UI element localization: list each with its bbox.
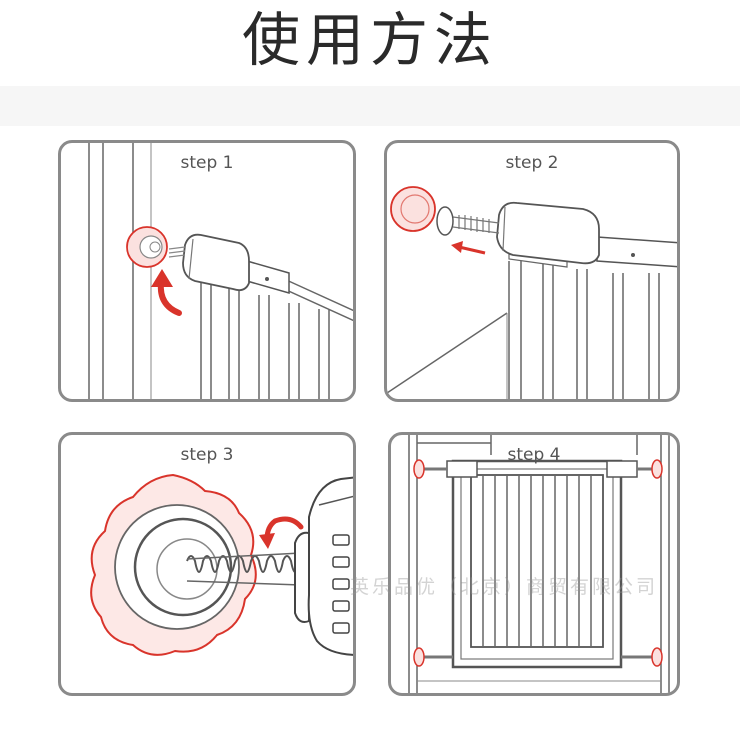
step-label: step 3: [180, 445, 234, 465]
step-3-panel: step 3: [58, 432, 356, 696]
step-label: step 1: [180, 153, 234, 173]
step-1-panel: step 1: [58, 140, 356, 402]
step-4-illustration: [408, 435, 670, 693]
step-2-illustration: [387, 186, 677, 399]
step-4-panel: step 4: [388, 432, 680, 696]
step-label: step 4: [507, 445, 561, 465]
step-3-illustration: [90, 473, 353, 656]
step-2-panel: step 2: [384, 140, 680, 402]
page-title: 使用方法: [241, 6, 498, 74]
step-label: step 2: [505, 153, 559, 173]
watermark-text: 英乐品优（北京）商贸有限公司: [350, 576, 659, 598]
header-band: [0, 86, 740, 126]
step-1-illustration: [88, 143, 353, 399]
